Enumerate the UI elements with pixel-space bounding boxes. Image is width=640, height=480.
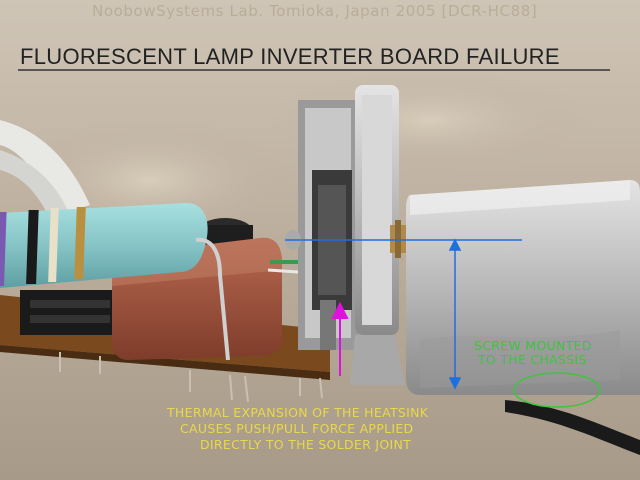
power-transistor xyxy=(298,100,358,350)
thermal-annotation-line2: CAUSES PUSH/PULL FORCE APPLIED xyxy=(180,421,414,436)
heatsink-clamp xyxy=(350,85,405,385)
aluminum-heatsink xyxy=(406,180,640,395)
magenta-solder-arrow xyxy=(331,301,349,376)
thermal-annotation-line3: DIRECTLY TO THE SOLDER JOINT xyxy=(200,437,412,452)
screw-annotation-line2: TO THE CHASSIS xyxy=(478,352,587,367)
resistor-lead xyxy=(195,237,230,361)
black-cable xyxy=(505,400,640,455)
screw-annotation-line1: SCREW MOUNTED xyxy=(474,338,592,353)
page-title: FLUORESCENT LAMP INVERTER BOARD FAILURE xyxy=(20,44,560,69)
power-resistor xyxy=(0,202,208,288)
blue-force-arrow xyxy=(285,238,522,390)
photo-credit: NoobowSystems Lab. Tomioka, Japan 2005 [… xyxy=(92,2,538,20)
solder-pins xyxy=(59,352,323,403)
screw-highlight-ellipse xyxy=(513,372,601,408)
thermal-annotation-line1: THERMAL EXPANSION OF THE HEATSINK xyxy=(167,405,429,420)
white-cable xyxy=(0,120,90,220)
